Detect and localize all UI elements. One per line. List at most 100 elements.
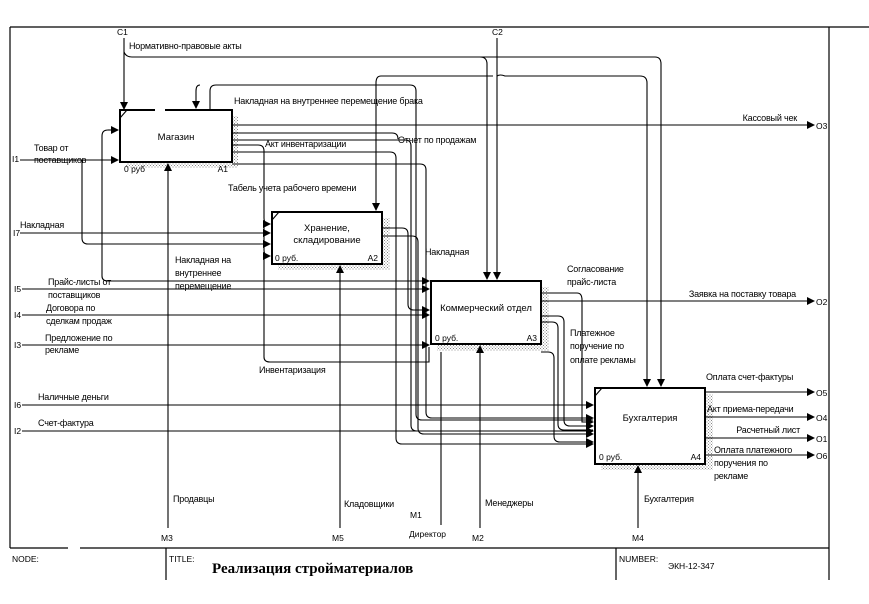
diagram-number: ЭКН-12-347: [668, 561, 715, 571]
activity-box-a3[interactable]: Коммерческий отдел 0 руб. A3: [430, 280, 549, 351]
arrow-line: [263, 256, 430, 363]
arrow-label-line2: внутреннее: [175, 268, 222, 278]
input-code: I3: [14, 340, 21, 350]
arrow-label: Накладная на внутреннее перемещение брак…: [234, 96, 423, 106]
mechanism-code: M1: [410, 510, 422, 520]
mechanism-code: M4: [632, 533, 644, 543]
arrow-line: [541, 292, 594, 426]
arrow-line: [232, 163, 594, 422]
activity-name: Коммерческий отдел: [440, 303, 532, 314]
corner-mark: [119, 109, 128, 119]
output-code: O3: [816, 121, 828, 131]
arrow-label: Отчет по продажам: [398, 135, 476, 145]
arrow-line-2: [541, 321, 593, 431]
output-code: O1: [816, 434, 828, 444]
input-label-line1: Товар от: [34, 143, 68, 153]
output-code: O4: [816, 413, 828, 423]
arrow-label: Акт инвентаризации: [265, 139, 346, 149]
arrow-line-3: [541, 351, 594, 446]
arrow-line: [232, 139, 593, 432]
output-code: O6: [816, 451, 828, 461]
arrow-soglasovanie[interactable]: Согласование прайс-листа: [541, 264, 624, 426]
mechanism-m5[interactable]: Кладовщики M5: [332, 265, 394, 543]
arrow-line: [232, 151, 594, 448]
arrow-akt-inventarizacii[interactable]: Акт инвентаризации: [232, 132, 594, 448]
box-frame: [271, 211, 383, 265]
arrow-line-branch-a2: [372, 75, 493, 211]
input-label-line1: Прайс-листы от: [48, 277, 111, 287]
output-label: Акт приема-передачи: [707, 404, 794, 414]
arrow-label: Табель учета рабочего времени: [228, 183, 356, 193]
arrow-label-line1: Накладная на: [175, 255, 231, 265]
input-code: I2: [14, 426, 21, 436]
output-o1[interactable]: Расчетный лист O1: [705, 425, 828, 444]
arrow-a1-to-a2[interactable]: [232, 144, 271, 260]
activity-id: A2: [368, 253, 379, 263]
output-code: O5: [816, 388, 828, 398]
mechanism-m1[interactable]: M1 Директор: [409, 352, 446, 539]
arrow-nakladnaya[interactable]: Накладная: [382, 227, 594, 438]
output-o3[interactable]: Кассовый чек O3: [232, 113, 828, 131]
control-c2[interactable]: C2: [372, 27, 651, 387]
activity-box-a2[interactable]: Хранение, складирование 0 руб. A2: [271, 211, 390, 270]
mechanism-m4[interactable]: Бухгалтерия M4: [632, 465, 694, 543]
title-block: NODE: TITLE: Реализация стройматериалов …: [10, 547, 829, 580]
input-label-line1: Предложение по: [45, 333, 113, 343]
input-label-line2: рекламе: [45, 345, 79, 355]
arrow-label-line1: Согласование: [567, 264, 624, 274]
input-code: I6: [14, 400, 21, 410]
output-label-line1: Оплата платежного: [714, 445, 792, 455]
arrow-line: [541, 315, 594, 430]
control-code: C2: [492, 27, 503, 37]
mechanism-label: Кладовщики: [344, 499, 394, 509]
input-i2[interactable]: I2 Счет-фактура: [14, 418, 594, 436]
output-o5[interactable]: Оплата счет-фактуры O5: [705, 372, 828, 398]
activity-name-line2: складирование: [293, 235, 360, 246]
arrow-line-feedback-a1: [192, 84, 201, 109]
activity-id: A4: [691, 452, 702, 462]
corner-mark: [594, 387, 603, 397]
input-label: Накладная: [20, 220, 64, 230]
activity-box-a4[interactable]: Бухгалтерия 0 руб. A4: [594, 387, 713, 470]
output-o6[interactable]: Оплата платежного поручения по рекламе O…: [705, 445, 828, 481]
input-label-line1: Договора по: [46, 303, 95, 313]
node-label: NODE:: [12, 554, 39, 564]
output-o4[interactable]: Акт приема-передачи O4: [705, 404, 828, 423]
input-code: I7: [13, 228, 20, 238]
arrow-label: Инвентаризация: [259, 365, 326, 375]
input-i7[interactable]: I7 Накладная: [13, 220, 271, 238]
arrow-platezhnoe[interactable]: Платежное поручение по оплате рекламы: [541, 315, 636, 446]
mechanism-m2[interactable]: Менеджеры M2: [472, 345, 534, 543]
activity-cost: 0 руб.: [599, 452, 622, 462]
arrow-tabel[interactable]: Табель учета рабочего времени: [228, 163, 594, 422]
output-label: Заявка на поставку товара: [689, 289, 796, 299]
output-label: Кассовый чек: [743, 113, 798, 123]
arrow-line-2: [382, 235, 594, 438]
arrow-line-branch-a4: [480, 56, 665, 387]
activity-cost: 0 руб.: [435, 333, 458, 343]
activity-id: A3: [527, 333, 538, 343]
mechanism-m3[interactable]: Продавцы M3: [161, 163, 215, 543]
input-label-line2: поставщиков: [34, 155, 87, 165]
arrow-line-branch-a4: [496, 74, 651, 387]
activity-name-line1: Хранение,: [304, 223, 350, 234]
box-gap: [155, 108, 165, 112]
input-i4[interactable]: I4 Договора по сделкам продаж: [14, 303, 430, 326]
input-i5[interactable]: I5 Прайс-листы от поставщиков: [14, 277, 430, 300]
activity-box-a1[interactable]: Магазин 0 руб A1: [119, 108, 238, 174]
mechanism-code: M5: [332, 533, 344, 543]
output-label: Оплата счет-фактуры: [706, 372, 793, 382]
output-o2[interactable]: Заявка на поставку товара O2: [541, 289, 828, 307]
arrow-line-2: [232, 132, 399, 140]
mechanism-code: M2: [472, 533, 484, 543]
arrow-nakladnaya-brak[interactable]: Накладная на внутреннее перемещение брак…: [192, 84, 593, 421]
input-i6[interactable]: I6 Наличные деньги: [14, 392, 594, 410]
input-i3[interactable]: I3 Предложение по рекламе: [14, 333, 430, 355]
arrow-nakladnaya-vnutr[interactable]: Накладная на внутреннее перемещение: [101, 126, 430, 291]
arrow-otchet-prodazham[interactable]: Отчет по продажам: [232, 135, 593, 432]
arrow-inventarizaciya[interactable]: Инвентаризация: [259, 256, 430, 375]
arrow-label-line1: Платежное: [570, 328, 615, 338]
mechanism-code: M3: [161, 533, 173, 543]
mechanism-label: Продавцы: [173, 494, 214, 504]
control-c1[interactable]: C1 Нормативно-правовые акты: [117, 27, 665, 387]
